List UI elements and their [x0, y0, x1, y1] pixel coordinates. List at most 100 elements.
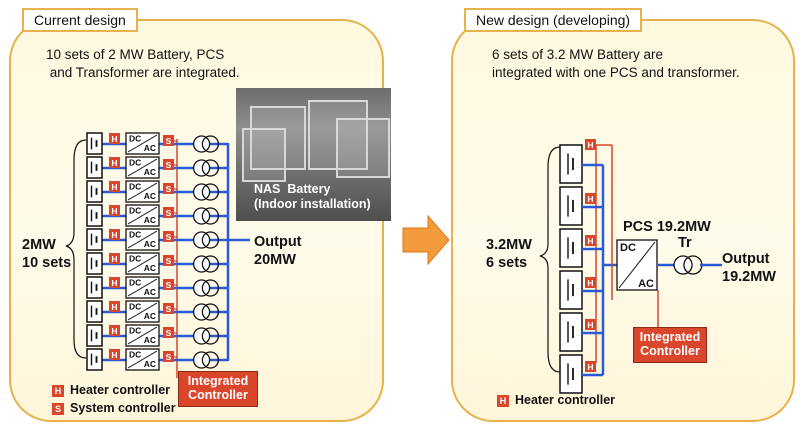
heater-legend-icon: H [52, 384, 64, 397]
left-pcs-5-dc: DC [129, 254, 141, 264]
left-battery-1 [86, 156, 103, 179]
system-legend-icon: S [52, 402, 64, 415]
current-design-description: 10 sets of 2 MW Battery, PCS and Transfo… [46, 47, 240, 80]
left-transformer-5-coil-b [201, 255, 220, 273]
left-transformer-2-coil-a [192, 183, 211, 201]
heater-legend-icon-right: H [497, 394, 509, 407]
left-system-marker-7-letter: S [166, 304, 172, 314]
left-pcs-3-diagonal [127, 206, 158, 225]
right-heater-marker-0-letter: H [587, 140, 593, 150]
left-transformer-6-coil-b [201, 279, 220, 297]
left-pcs-7-diagonal [127, 302, 158, 321]
right-heater-marker-5-letter: H [587, 362, 593, 372]
right-battery-2 [559, 228, 583, 268]
left-heater-marker-8 [109, 325, 120, 336]
left-heater-marker-6 [109, 277, 120, 288]
left-battery-6 [86, 276, 103, 299]
left-heater-marker-7-letter: H [111, 302, 117, 312]
new-design-panel [451, 19, 795, 422]
left-pcs-9-diagonal [127, 350, 158, 369]
legend-heater-text: Heater controller [70, 383, 171, 397]
left-system-marker-0 [163, 135, 174, 146]
left-heater-marker-5-letter: H [111, 254, 117, 264]
left-heater-marker-4-letter: H [111, 230, 117, 240]
left-heater-marker-6-letter: H [111, 278, 117, 288]
left-transformer-3-coil-a [192, 207, 211, 225]
left-transformer-0-coil-b [201, 135, 220, 153]
left-pcs-5-ac: AC [144, 263, 156, 273]
right-battery-1 [559, 186, 583, 226]
left-heater-marker-0-letter: H [111, 134, 117, 144]
left-heater-marker-4 [109, 229, 120, 240]
left-battery-5 [86, 252, 103, 275]
left-transformer-2-coil-b [201, 183, 220, 201]
left-pcs-0-dc: DC [129, 134, 141, 144]
right-heater-marker-2-letter: H [587, 236, 593, 246]
right-group-label: 3.2MW 6 sets [486, 237, 532, 271]
left-system-marker-4 [163, 231, 174, 242]
left-transformer-3-coil-b [201, 207, 220, 225]
right-heater-marker-4-letter: H [587, 320, 593, 330]
transition-arrow [402, 214, 450, 266]
legend-heater-left: H Heater controller [52, 383, 170, 397]
right-heater-marker-5 [585, 361, 596, 372]
right-spacer [612, 300, 634, 327]
left-transformer-4-coil-a [192, 231, 211, 249]
left-group-label: 2MW 10 sets [22, 237, 72, 271]
left-pcs-4-ac: AC [144, 239, 156, 249]
left-pcs-0-ac: AC [144, 143, 156, 153]
right-pcs-dc: DC [620, 242, 636, 254]
left-system-marker-8-letter: S [166, 328, 172, 338]
left-battery-4 [86, 228, 103, 251]
left-system-marker-2 [163, 183, 174, 194]
left-pcs-7-dc: DC [129, 302, 141, 312]
left-system-marker-3 [163, 207, 174, 218]
left-heater-marker-1 [109, 157, 120, 168]
right-pcs-diagonal [618, 241, 656, 289]
left-pcs-9-dc: DC [129, 350, 141, 360]
left-heater-marker-7 [109, 301, 120, 312]
left-transformer-6-coil-a [192, 279, 211, 297]
right-output-label: Output 19.2MW [722, 251, 776, 285]
left-pcs-0-diagonal [127, 134, 158, 153]
left-transformer-1-coil-b [201, 159, 220, 177]
right-heater-marker-3-letter: H [587, 278, 593, 288]
left-pcs-1-dc: DC [129, 158, 141, 168]
left-pcs-9-ac: AC [144, 359, 156, 369]
left-heater-marker-9 [109, 349, 120, 360]
right-battery-4 [559, 312, 583, 352]
left-battery-8 [86, 324, 103, 347]
left-system-marker-7 [163, 303, 174, 314]
tr-label: Tr [678, 235, 692, 251]
left-battery-0 [86, 132, 103, 155]
left-pcs-7-ac: AC [144, 311, 156, 321]
left-pcs-6-dc: DC [129, 278, 141, 288]
right-pcs-ac: AC [638, 278, 654, 290]
right-brace [539, 146, 561, 373]
right-battery-3 [559, 270, 583, 310]
right-integrated-controller: Integrated Controller [633, 327, 707, 363]
left-integrated-controller: Integrated Controller [178, 371, 258, 407]
legend-system-text: System controller [70, 401, 176, 415]
left-battery-3 [86, 204, 103, 227]
left-transformer-8-coil-b [201, 327, 220, 345]
left-pcs-5-diagonal [127, 254, 158, 273]
right-heater-marker-1-letter: H [587, 194, 593, 204]
right-transformer-coil-a [673, 255, 693, 275]
left-pcs-4-diagonal [127, 230, 158, 249]
left-system-marker-9 [163, 351, 174, 362]
left-pcs-3-dc: DC [129, 206, 141, 216]
right-battery-0 [559, 144, 583, 184]
left-pcs-2-diagonal [127, 182, 158, 201]
left-heater-marker-3 [109, 205, 120, 216]
new-design-tab: New design (developing) [464, 8, 643, 32]
left-battery-9 [86, 348, 103, 371]
new-design-description: 6 sets of 3.2 MW Battery are integrated … [492, 47, 740, 80]
left-transformer-9-coil-a [192, 351, 211, 369]
left-pcs-2-ac: AC [144, 191, 156, 201]
left-transformer-1-coil-a [192, 159, 211, 177]
left-output-label: Output 20MW [254, 234, 302, 268]
legend-system-left: S System controller [52, 401, 176, 415]
right-heater-marker-4 [585, 319, 596, 330]
right-heater-marker-1 [585, 193, 596, 204]
